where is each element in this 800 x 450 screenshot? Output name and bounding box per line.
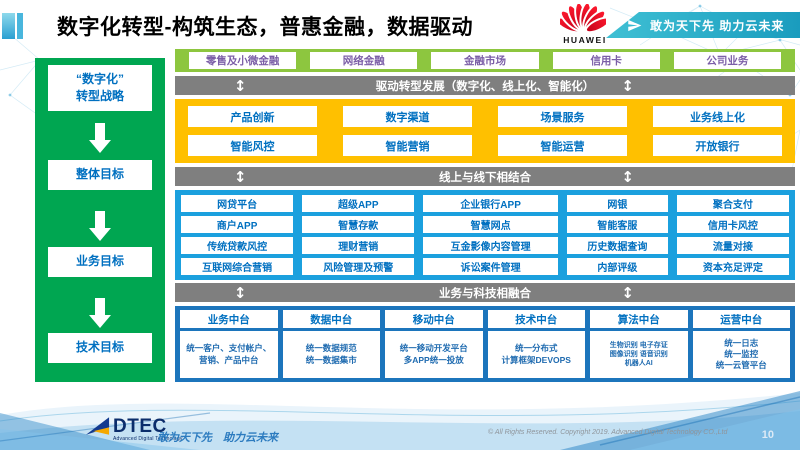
platform-column-algorithm: 算法中台 生物识别 电子存证 图像识别 语音识别 机器人AI [590,310,688,378]
platform-content: 统一客户、支付帐户、营销、产品中台 [180,331,278,378]
transform-section: 产品创新 数字渠道 场景服务 业务线上化 智能风控 智能营销 智能运营 开放银行 [175,99,795,163]
segment-box: 信用卡 [552,52,660,69]
capability-box: 互金影像内容管理 [423,237,558,254]
capability-box: 智能客服 [566,216,668,233]
capability-box: 商户APP [181,216,294,233]
platform-content: 统一日志 统一监控 统一云管平台 [692,331,790,378]
transform-box: 业务线上化 [653,106,782,127]
platform-title: 技术中台 [487,310,585,328]
updown-arrow-icon: ↕ [621,167,634,186]
updown-arrow-icon: ↕ [233,76,247,95]
updown-arrow-icon: ↕ [233,167,247,186]
copyright-text: © All Rights Reserved. Copyright 2019. A… [488,429,728,436]
adtec-arrow-icon [86,417,110,435]
platform-content: 统一分布式 计算框架DEVOPS [487,331,585,378]
transform-box: 开放银行 [653,135,782,156]
page-title: 数字化转型-构筑生态，普惠金融，数据驱动 [57,16,473,39]
huawei-brand-text: HUAWEI [563,35,607,45]
capability-box: 资本充足评定 [676,258,789,275]
sidebar-item-overall-goal: 整体目标 [48,160,152,190]
transform-box: 智能营销 [343,135,472,156]
platform-column-operation: 运营中台 统一日志 统一监控 统一云管平台 [692,310,790,378]
platform-title: 算法中台 [590,310,688,328]
capability-box: 互联网综合营销 [181,258,294,275]
title-accent-bar [2,13,15,39]
capability-box: 聚合支付 [676,195,789,212]
banner-label: 业务与科技相融合 [439,287,531,300]
platform-content: 生物识别 电子存证 图像识别 语音识别 机器人AI [590,331,688,378]
main-diagram: 零售及小微金融 网络金融 金融市场 信用卡 公司业务 ↕ 驱动转型发展（数字化、… [175,49,795,382]
capability-box: 信用卡风控 [676,216,789,233]
down-arrow-icon [89,211,111,241]
capability-box: 企业银行APP [423,195,558,212]
segment-box: 网络金融 [310,52,418,69]
banner-label: 线上与线下相结合 [439,171,531,184]
transform-box: 数字渠道 [343,106,472,127]
transform-box: 场景服务 [498,106,627,127]
segment-box: 金融市场 [431,52,539,69]
segment-box: 零售及小微金融 [189,52,297,69]
sidebar-item-business-goal: 业务目标 [48,247,152,277]
slogan-ribbon: 敢为天下先 助力云未来 [606,12,800,38]
capability-box: 传统贷款风控 [181,237,294,254]
platform-section: 业务中台 统一客户、支付帐户、营销、产品中台 数据中台 统一数据规范 统一数据集… [175,306,795,382]
capability-box: 网贷平台 [181,195,294,212]
platform-title: 运营中台 [692,310,790,328]
down-arrow-icon [89,298,111,328]
huawei-logo: HUAWEI [560,4,610,45]
platform-column-tech: 技术中台 统一分布式 计算框架DEVOPS [487,310,585,378]
capability-box: 内部评级 [566,258,668,275]
paper-plane-icon [628,19,642,32]
sidebar-item-tech-goal: 技术目标 [48,333,152,363]
transform-box: 产品创新 [188,106,317,127]
banner-drive-transform: ↕ 驱动转型发展（数字化、线上化、智能化） ↕ [175,76,795,95]
segment-box: 公司业务 [673,52,781,69]
down-arrow-icon [89,123,111,153]
capability-box: 智慧网点 [423,216,558,233]
sidebar-item-strategy: “数字化” 转型战略 [48,65,152,111]
banner-tech-fusion: ↕ 业务与科技相融合 ↕ [175,283,795,302]
platform-column-data: 数据中台 统一数据规范 统一数据集市 [282,310,380,378]
banner-label: 驱动转型发展（数字化、线上化、智能化） [375,80,595,93]
platform-content: 统一数据规范 统一数据集市 [282,331,380,378]
capability-section: 网贷平台 超级APP 企业银行APP 网银 聚合支付 商户APP 智慧存款 智慧… [175,190,795,280]
capability-box: 历史数据查询 [566,237,668,254]
banner-online-offline: ↕ 线上与线下相结合 ↕ [175,167,795,186]
page-number: 10 [761,429,774,441]
footer-slogan: 敢为天下先 助力云未来 [157,432,278,444]
strategy-sidebar: “数字化” 转型战略 整体目标 业务目标 技术目标 [35,58,165,382]
capability-box: 智慧存款 [302,216,415,233]
huawei-flower-icon [560,4,606,34]
business-segment-row: 零售及小微金融 网络金融 金融市场 信用卡 公司业务 [175,49,795,72]
platform-content: 统一移动开发平台 多APP统一投放 [385,331,483,378]
capability-box: 网银 [566,195,668,212]
transform-box: 智能风控 [188,135,317,156]
capability-box: 理财营销 [302,237,415,254]
ribbon-slogan: 敢为天下先 助力云未来 [650,18,785,33]
platform-title: 移动中台 [385,310,483,328]
updown-arrow-icon: ↕ [621,76,634,95]
updown-arrow-icon: ↕ [233,283,247,302]
capability-box: 风险管理及预警 [302,258,415,275]
capability-box: 超级APP [302,195,415,212]
platform-title: 数据中台 [282,310,380,328]
capability-box: 流量对接 [676,237,789,254]
updown-arrow-icon: ↕ [621,283,634,302]
transform-box: 智能运营 [498,135,627,156]
capability-box: 诉讼案件管理 [423,258,558,275]
platform-column-business: 业务中台 统一客户、支付帐户、营销、产品中台 [180,310,278,378]
platform-column-mobile: 移动中台 统一移动开发平台 多APP统一投放 [385,310,483,378]
platform-title: 业务中台 [180,310,278,328]
title-accent-bar-small [17,13,23,39]
